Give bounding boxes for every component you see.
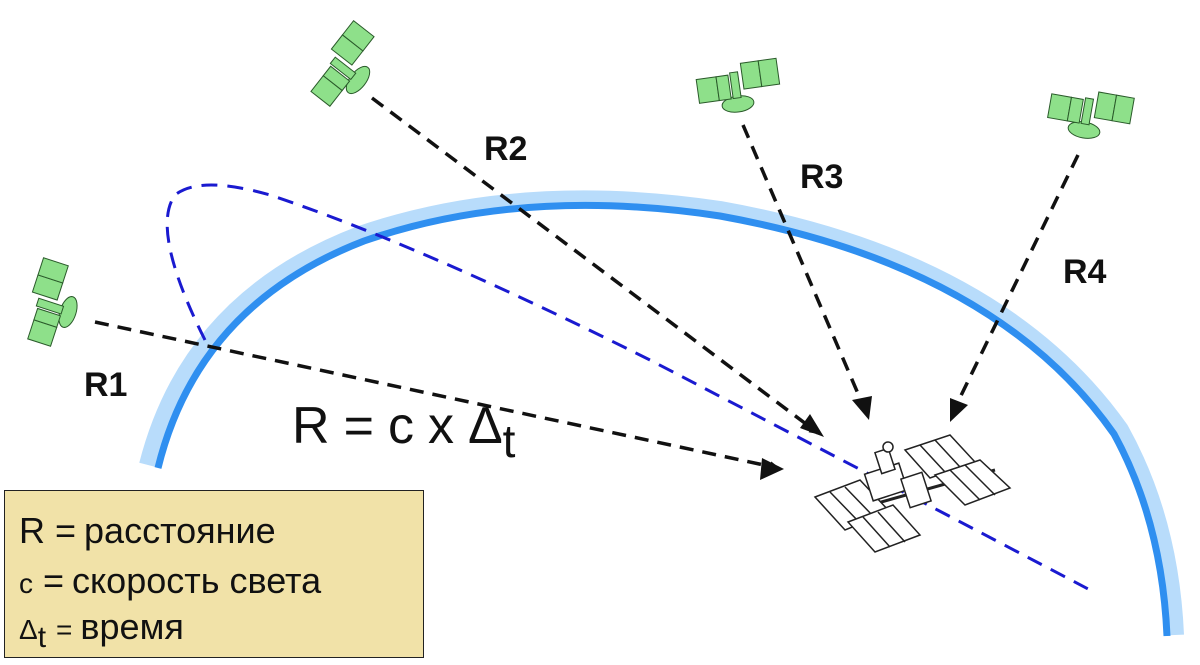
legend-row-speed-of-light: c =скорость света (19, 563, 321, 599)
label-r3: R3 (800, 158, 843, 196)
legend-box: R=расстояние c=скорость света Δt=время (4, 490, 424, 658)
legend-symbol: R (19, 510, 45, 551)
label-r2: R2 (484, 130, 527, 168)
satellite-icon-r4 (1044, 83, 1135, 147)
formula-c: c (387, 397, 414, 455)
label-r1: R1 (84, 366, 127, 404)
range-arrows (94, 96, 1080, 472)
legend-text: время (80, 606, 184, 647)
space-station-icon (813, 434, 1012, 553)
formula-delta-sub: t (502, 415, 516, 467)
range-arrow-r3 (741, 124, 867, 412)
range-arrow-r2 (370, 96, 820, 435)
legend-text: скорость света (72, 560, 322, 601)
legend-equals: = (55, 510, 77, 551)
legend-symbol: c (19, 568, 33, 599)
legend-text: расстояние (84, 510, 276, 551)
earth-horizon-arc (139, 190, 1184, 637)
satellite-icon-r1 (17, 257, 90, 352)
legend-row-distance: R=расстояние (19, 513, 276, 549)
formula-delta: Δ (467, 397, 503, 455)
legend-symbol-sub: t (37, 621, 47, 654)
formula-equals: = (343, 397, 374, 455)
legend-symbol: Δ (19, 614, 38, 645)
legend-equals: = (56, 614, 73, 645)
label-r4: R4 (1063, 253, 1107, 291)
formula-times: x (427, 397, 454, 455)
orbit-track (165, 183, 1091, 592)
arrowheads (760, 396, 968, 480)
legend-equals: = (43, 560, 65, 601)
range-arrow-r1 (94, 320, 780, 472)
satellite-icon-r3 (694, 57, 784, 118)
legend-row-time: Δt =время (19, 609, 184, 653)
range-arrow-r4 (951, 154, 1080, 414)
formula-r: R (292, 397, 330, 455)
